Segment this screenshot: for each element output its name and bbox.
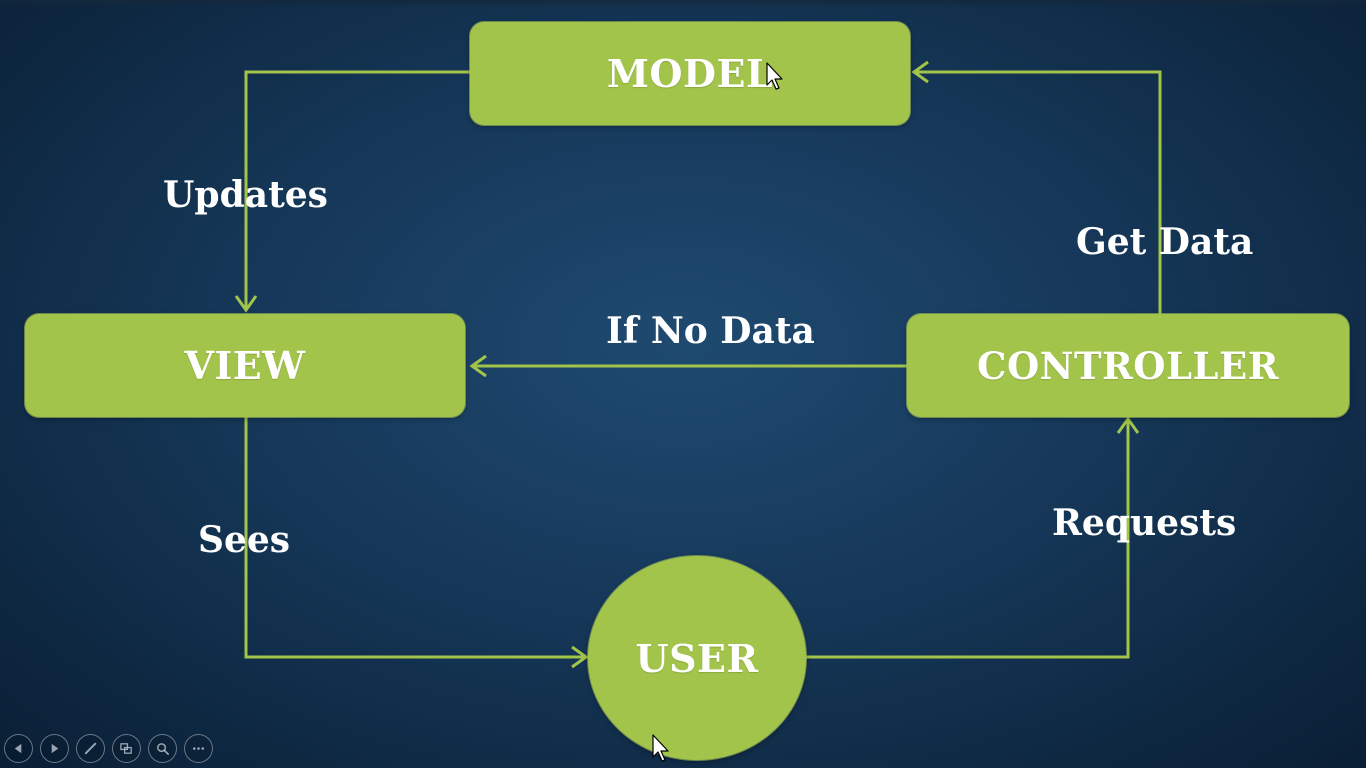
edge-requests-line — [806, 421, 1130, 659]
node-controller: CONTROLLER — [907, 314, 1349, 417]
node-model: MODEL — [470, 22, 910, 125]
edge-get-data-line — [916, 70, 1162, 314]
pen-icon — [84, 742, 97, 755]
edge-label-get-data: Get Data — [1076, 221, 1254, 263]
top-strip — [0, 0, 1366, 8]
previous-icon — [14, 743, 22, 754]
edge-updates-line — [244, 70, 470, 308]
edge-sees-line — [244, 417, 584, 659]
slides-icon — [120, 743, 132, 754]
more-options-button[interactable] — [184, 734, 213, 763]
zoom-icon — [157, 743, 169, 755]
more-icon — [192, 747, 205, 750]
edge-label-sees: Sees — [198, 519, 291, 561]
edge-updates-arrowhead — [234, 295, 258, 313]
edge-label-requests: Requests — [1052, 502, 1237, 544]
edge-requests-arrowhead — [1116, 416, 1140, 434]
edge-sees-arrowhead — [571, 645, 589, 669]
node-view: VIEW — [25, 314, 465, 417]
node-controller-label: CONTROLLER — [977, 343, 1279, 388]
edge-label-updates: Updates — [163, 174, 328, 216]
node-model-label: MODEL — [606, 51, 774, 96]
see-all-slides-button[interactable] — [112, 734, 141, 763]
edge-if-no-data-arrowhead — [469, 354, 487, 378]
pen-button[interactable] — [76, 734, 105, 763]
mouse-cursor-icon — [652, 734, 669, 762]
zoom-button[interactable] — [148, 734, 177, 763]
next-slide-button[interactable] — [40, 734, 69, 763]
slideshow-toolbar — [4, 734, 213, 763]
node-view-label: VIEW — [184, 343, 306, 388]
next-icon — [51, 743, 59, 754]
edge-get-data-arrowhead — [911, 60, 929, 84]
node-user-label: USER — [635, 635, 759, 681]
mouse-cursor-icon — [766, 62, 783, 90]
node-user: USER — [588, 556, 806, 760]
edge-label-if-no-data: If No Data — [606, 310, 815, 352]
previous-slide-button[interactable] — [4, 734, 33, 763]
